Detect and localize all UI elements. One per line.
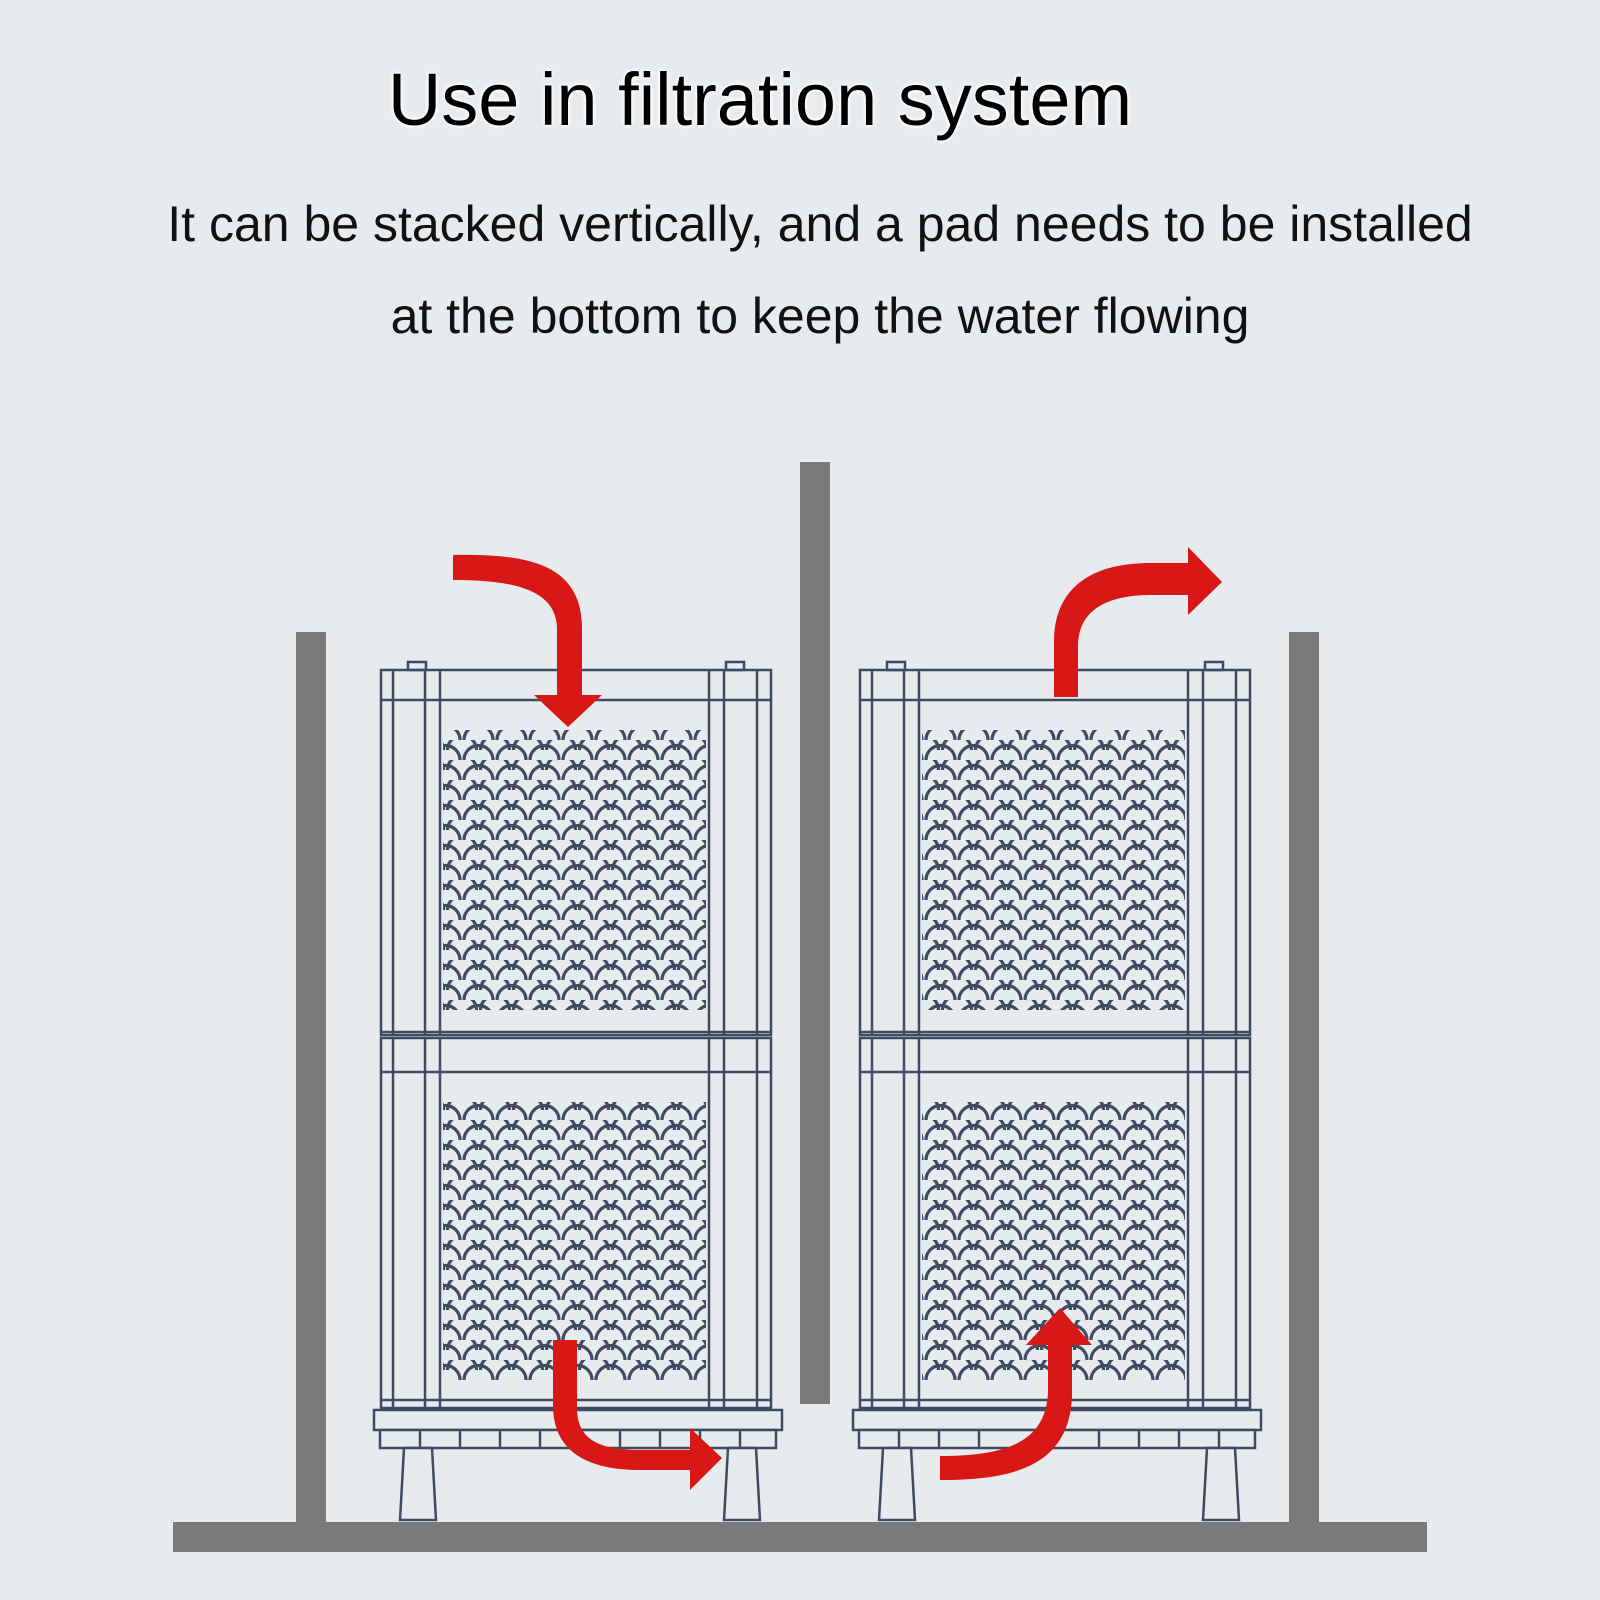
- description: It can be stacked vertically, and a pad …: [0, 178, 1600, 362]
- right-wall: [1289, 632, 1319, 1522]
- tank-floor: [173, 1522, 1427, 1552]
- left-stack: [372, 660, 784, 1522]
- description-line-1: It can be stacked vertically, and a pad …: [167, 196, 1473, 252]
- description-line-2: at the bottom to keep the water flowing: [390, 288, 1250, 344]
- flow-arrows: [453, 547, 1222, 1490]
- tank-walls: [173, 462, 1427, 1552]
- arrow-curved-down-icon: [453, 554, 602, 727]
- filter-module-top-right: [858, 660, 1252, 1037]
- arrow-curved-out-icon: [1054, 547, 1222, 697]
- arrow-curved-up-icon: [940, 1308, 1092, 1480]
- page-title: Use in filtration system: [387, 58, 1133, 141]
- center-divider: [800, 462, 830, 1404]
- left-wall: [296, 632, 326, 1522]
- arrow-curved-right-icon: [553, 1340, 722, 1490]
- filter-module-top-left: [379, 660, 773, 1037]
